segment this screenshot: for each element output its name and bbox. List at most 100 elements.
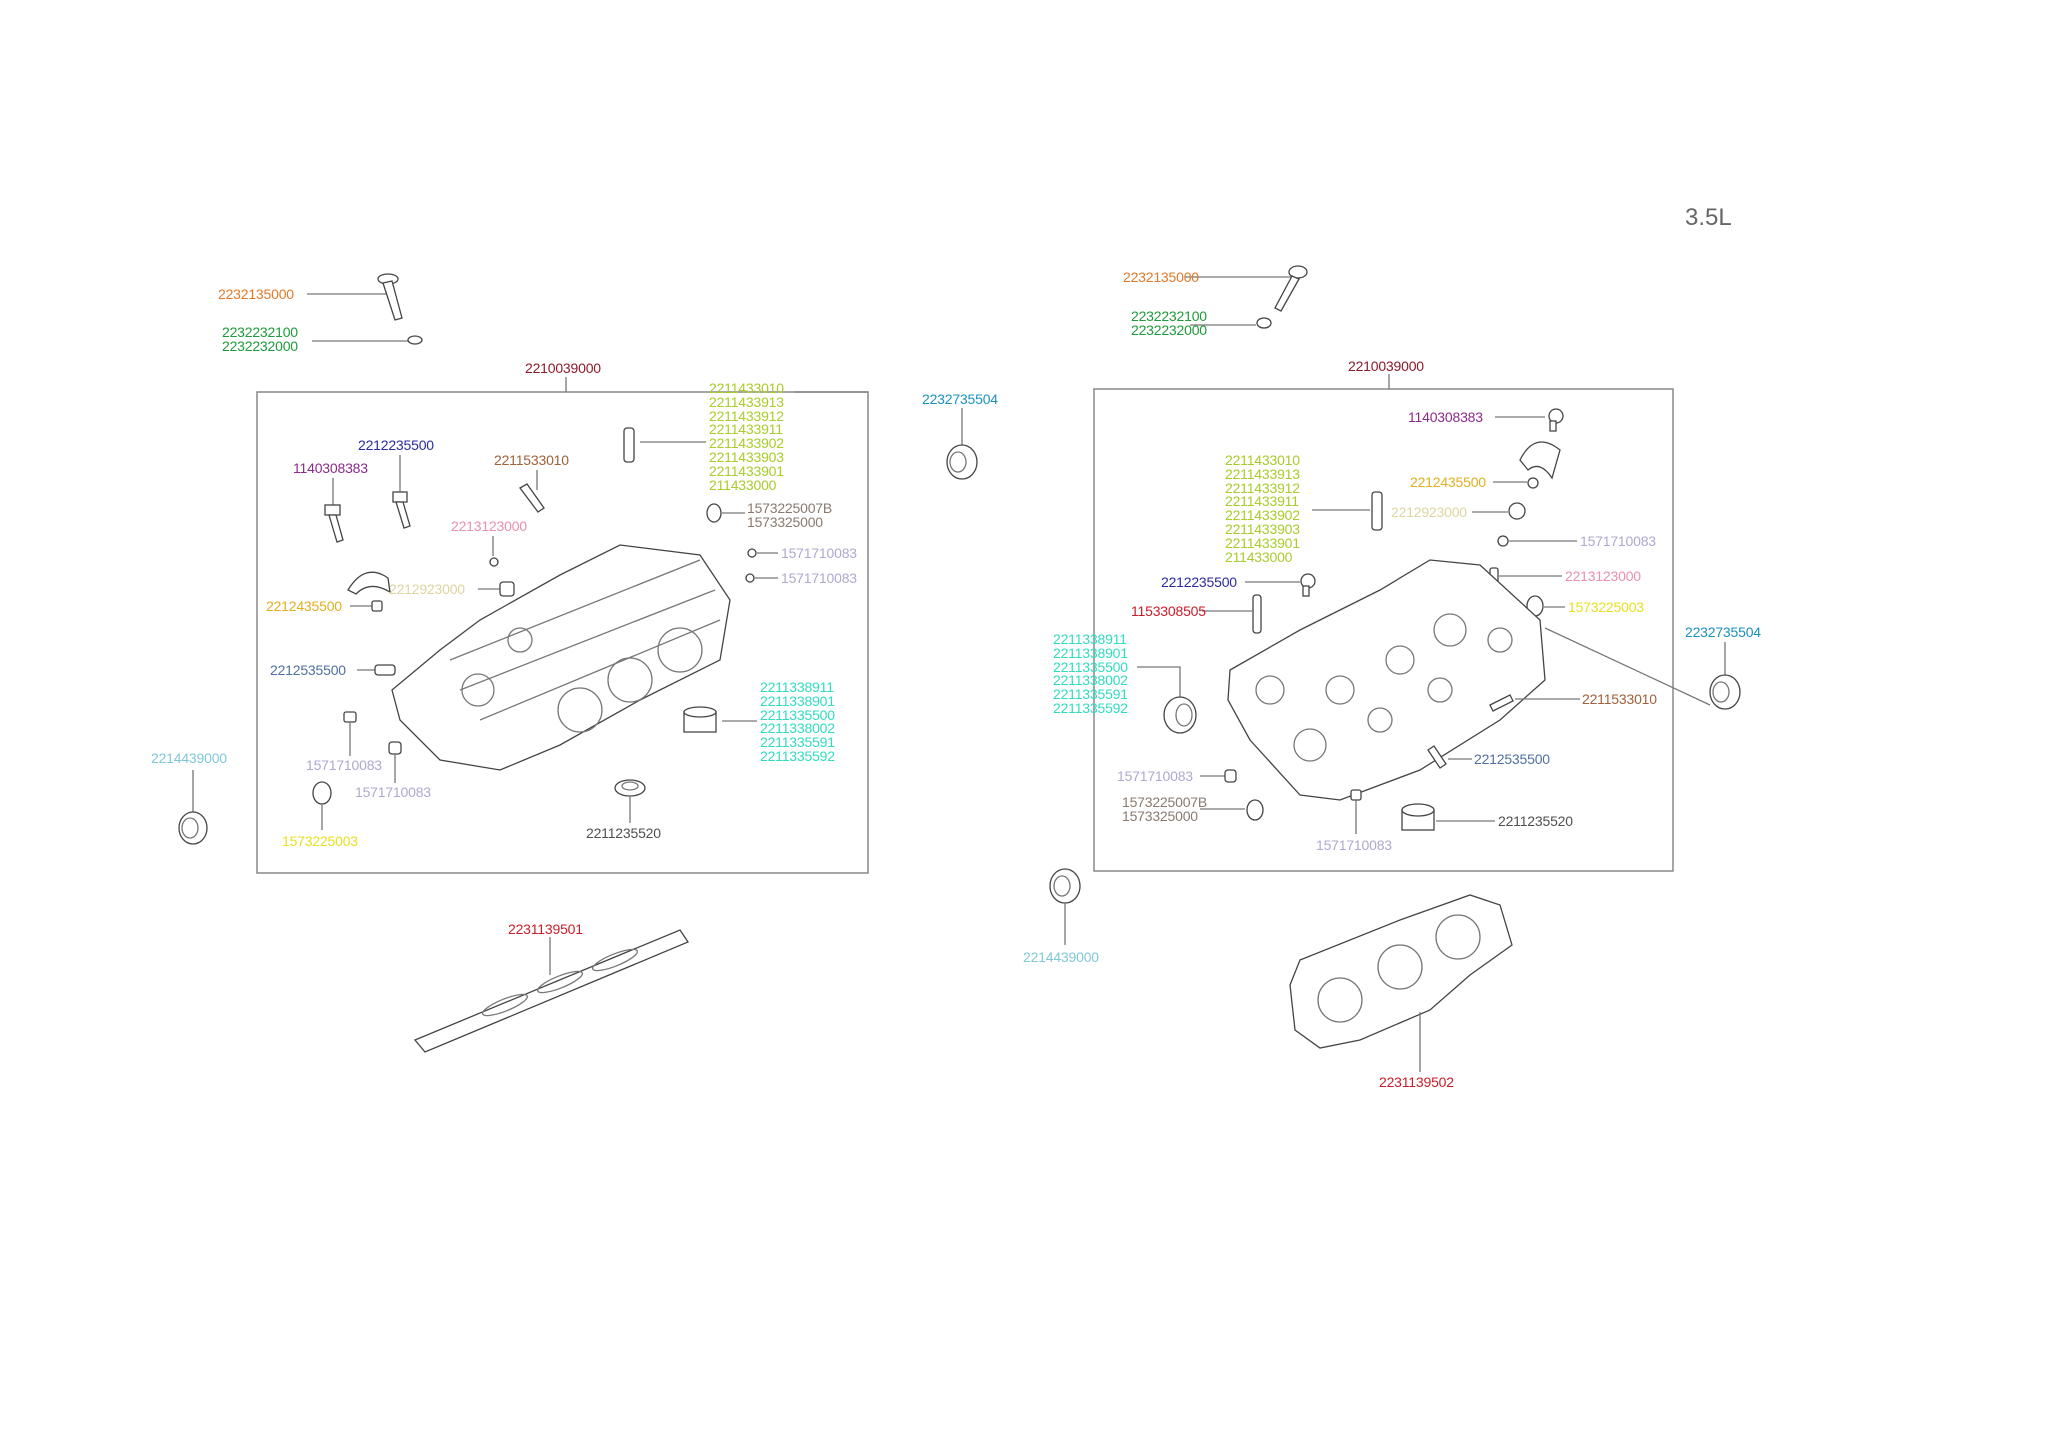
part-label[interactable]: 2211433010 (709, 380, 784, 396)
right-dowel-gold[interactable] (1527, 477, 1539, 489)
part-label[interactable]: 2213123000 (451, 518, 527, 534)
part-label[interactable]: 1571710083 (355, 784, 431, 800)
part-label[interactable]: 1573225007B (1122, 794, 1207, 810)
part-label[interactable]: 2232735504 (922, 391, 998, 407)
part-label[interactable]: 2232735504 (1685, 624, 1761, 640)
part-label[interactable]: 2210039000 (525, 360, 601, 376)
right-cap-bolt-a[interactable] (1300, 573, 1316, 597)
part-label[interactable]: 2211533010 (494, 452, 569, 468)
part-label[interactable]: 2211433913 (1225, 465, 1300, 482)
part-label[interactable]: 2211433902 (709, 435, 784, 452)
part-label[interactable]: 2211433911 (1225, 493, 1299, 510)
left-pin[interactable] (519, 483, 545, 513)
part-label[interactable]: 2210039000 (1348, 358, 1424, 374)
right-cup[interactable] (1401, 803, 1435, 831)
part-label[interactable]: 2211338911 (760, 679, 834, 695)
right-plug-1[interactable] (1497, 535, 1509, 547)
part-label[interactable]: 2211338002 (1053, 672, 1128, 689)
right-ring-blue[interactable] (1709, 674, 1741, 710)
left-cap-bolt-a[interactable] (392, 491, 411, 529)
right-washer[interactable] (1256, 317, 1272, 329)
left-cylinder-head[interactable] (391, 544, 731, 771)
right-cylinder-head[interactable] (1227, 559, 1546, 801)
part-label[interactable]: 2213123000 (1565, 568, 1641, 584)
part-label[interactable]: 1571710083 (306, 757, 382, 773)
part-label[interactable]: 2212535500 (270, 662, 346, 678)
part-label[interactable]: 2211433913 (709, 393, 784, 410)
left-head-gasket[interactable] (413, 929, 689, 1053)
right-bearing-cap[interactable] (1519, 441, 1561, 480)
part-label[interactable]: 1573225003 (1568, 599, 1644, 615)
right-seal-pair[interactable] (1246, 799, 1264, 821)
left-ring-blue[interactable] (946, 444, 978, 480)
part-label[interactable]: 2211335591 (760, 734, 835, 751)
part-label[interactable]: 2211433912 (709, 407, 784, 424)
part-label[interactable]: 1573325000 (1122, 807, 1198, 824)
part-label[interactable]: 1571710083 (1117, 768, 1193, 784)
part-label[interactable]: 2232232100 (1131, 308, 1207, 324)
part-label[interactable]: 2211433901 (1225, 534, 1300, 551)
part-label[interactable]: 2232232000 (222, 337, 298, 354)
part-label[interactable]: 2212435500 (1410, 474, 1486, 490)
left-dowel-gold[interactable] (371, 600, 383, 612)
left-plug-3[interactable] (343, 711, 357, 723)
right-valve-guide[interactable] (1371, 491, 1383, 531)
part-label[interactable]: 2232232000 (1131, 321, 1207, 338)
left-cup[interactable] (614, 779, 646, 797)
left-cap-bolt-b[interactable] (324, 504, 344, 543)
part-label[interactable]: 2212535500 (1474, 751, 1550, 767)
part-label[interactable]: 2232232100 (222, 324, 298, 340)
part-label[interactable]: 2211338901 (1053, 644, 1128, 661)
part-label[interactable]: 2211433010 (1225, 452, 1300, 468)
left-seal-pair[interactable] (706, 503, 722, 523)
part-label[interactable]: 2212923000 (389, 581, 465, 597)
right-dowel-slate[interactable] (1427, 745, 1447, 769)
part-label[interactable]: 2211338911 (1053, 631, 1127, 647)
part-label[interactable]: 1571710083 (781, 570, 857, 586)
right-head-bolt[interactable] (1274, 265, 1308, 312)
part-label[interactable]: 2214439000 (151, 750, 227, 766)
right-head-gasket[interactable] (1289, 894, 1513, 1049)
left-plug-4[interactable] (388, 741, 402, 755)
part-label[interactable]: 2212235500 (1161, 574, 1237, 590)
part-label[interactable]: 2211335500 (1053, 658, 1128, 675)
right-oil-seal[interactable] (1049, 868, 1081, 904)
right-valve-seat-cup[interactable] (1163, 696, 1197, 734)
part-label[interactable]: 2211235520 (586, 825, 661, 841)
right-plug-2[interactable] (1224, 769, 1237, 783)
right-cap-bolt-b[interactable] (1548, 408, 1564, 432)
part-label[interactable]: 2211338901 (760, 692, 835, 709)
left-dowel-slate[interactable] (374, 664, 396, 676)
left-bearing-cap[interactable] (347, 571, 391, 595)
part-label[interactable]: 2211533010 (1582, 691, 1657, 707)
part-label[interactable]: 2212435500 (266, 598, 342, 614)
part-label[interactable]: 2211433912 (1225, 479, 1300, 496)
part-label[interactable]: 1571710083 (1580, 533, 1656, 549)
part-label[interactable]: 1573325000 (747, 513, 823, 530)
part-label[interactable]: 1140308383 (293, 460, 368, 476)
part-label[interactable]: 2212923000 (1391, 504, 1467, 520)
part-label[interactable]: 2211235520 (1498, 813, 1573, 829)
part-label[interactable]: 2211433903 (1225, 520, 1300, 537)
part-label[interactable]: 2211335591 (1053, 686, 1128, 703)
right-plug-3[interactable] (1350, 789, 1362, 801)
right-pin-red[interactable] (1252, 594, 1262, 634)
part-label[interactable]: 2232135000 (218, 286, 294, 302)
part-label[interactable]: 2211335592 (1053, 699, 1128, 716)
part-label[interactable]: 2211433901 (709, 462, 784, 479)
part-label[interactable]: 1153308505 (1131, 603, 1206, 619)
part-label[interactable]: 1571710083 (1316, 837, 1392, 853)
part-label[interactable]: 1573225007B (747, 500, 832, 516)
part-label[interactable]: 1571710083 (781, 545, 857, 561)
part-label[interactable]: 211433000 (1225, 548, 1293, 565)
left-seal-yellow[interactable] (312, 781, 332, 805)
part-label[interactable]: 2232135000 (1123, 269, 1199, 285)
part-label[interactable]: 211433000 (709, 476, 777, 493)
part-label[interactable]: 1573225003 (282, 833, 358, 849)
left-plug-2[interactable] (745, 573, 755, 583)
part-label[interactable]: 2231139502 (1379, 1074, 1454, 1090)
left-head-bolt[interactable] (377, 273, 403, 321)
left-valve-guide[interactable] (623, 427, 635, 463)
part-label[interactable]: 2211338002 (760, 720, 835, 737)
part-label[interactable]: 2212235500 (358, 437, 434, 453)
